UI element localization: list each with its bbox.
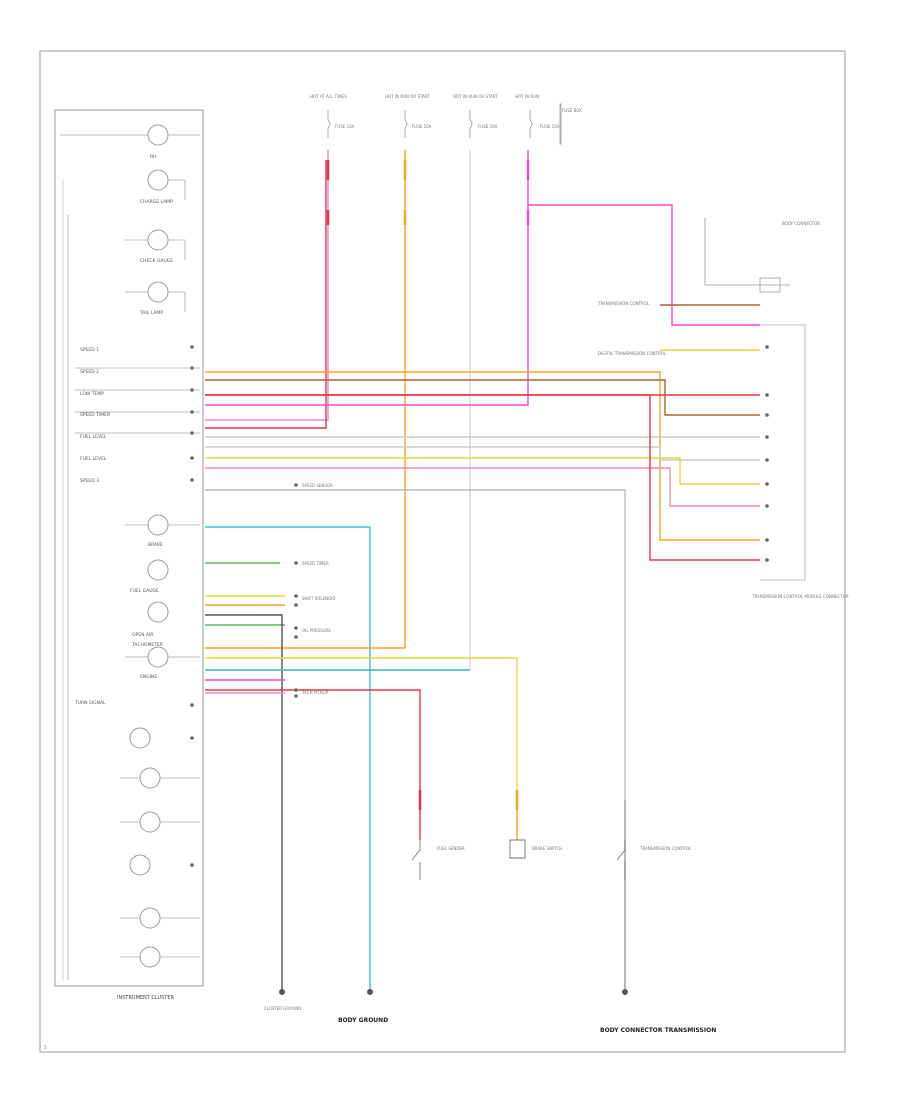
indicator-label: ENGINE xyxy=(140,674,157,680)
input-label: SPEED 2 xyxy=(80,369,99,375)
indicator-label: RH xyxy=(150,154,157,160)
fuse-rating: FUSE 10A xyxy=(335,124,355,129)
digital-transmission-label: DIGITAL TRANSMISSION CONTROL xyxy=(598,351,667,356)
input-label: FUEL LEVEL xyxy=(80,434,107,440)
wire-yellow-h xyxy=(205,457,760,485)
wire-gray-h2 xyxy=(205,446,760,461)
indicator-label: OPEN AIR xyxy=(132,632,153,638)
bottom-switches xyxy=(411,839,626,880)
wire-magenta-2 xyxy=(205,205,529,406)
page-code: 5 xyxy=(44,1045,47,1050)
fuse-box-label: FUSE BOX xyxy=(562,108,582,113)
tcm-top-label: BODY CONNECTOR xyxy=(782,221,820,226)
input-label: SPEED 1 xyxy=(80,347,99,353)
ground-label: BODY GROUND xyxy=(338,1017,388,1024)
component-label: BRAKE SWITCH xyxy=(532,846,562,851)
wire-orange xyxy=(205,150,406,649)
indicator-label: FUEL GAUGE xyxy=(130,588,159,594)
input-label: LOW TEMP xyxy=(80,391,104,397)
wire-red xyxy=(205,160,327,429)
wire-gray-h3 xyxy=(205,489,626,800)
wire-pink-h xyxy=(205,467,760,507)
fuse-label: HOT IN RUN xyxy=(515,94,539,99)
ground-symbols xyxy=(279,989,628,995)
fuse-label: HOT IN RUN OR START xyxy=(453,94,498,99)
fuse-group: HOT AT ALL TIMES HOT IN RUN OR START HOT… xyxy=(310,94,582,145)
fuse-rating: FUSE 10A xyxy=(478,124,498,129)
ground-label: BODY CONNECTOR TRANSMISSION xyxy=(600,1027,716,1034)
transmission-control-label: TRANSMISSION CONTROL xyxy=(597,301,650,306)
connector-label: SPEED SENSOR xyxy=(302,483,333,488)
indicator-label: TAIL LAMP xyxy=(139,310,163,316)
wire-red-h2 xyxy=(205,394,760,561)
fuse-label: HOT IN RUN OR START xyxy=(385,94,430,99)
input-label: SPEED TIMER xyxy=(80,412,110,418)
wire-gray xyxy=(205,150,471,671)
tcm-connector: BODY CONNECTOR TRANSMISSION CONTROL MODU… xyxy=(704,218,849,599)
connector-label: SPEED TIMER xyxy=(302,561,329,566)
cluster-label: INSTRUMENT CLUSTER xyxy=(117,995,175,1001)
connector-label: SHIFT SOLENOID xyxy=(302,596,336,601)
wire-brown-h xyxy=(205,379,760,416)
fuse-rating: FUSE 10A xyxy=(412,124,432,129)
component-label: TRANSMISSION CONTROL xyxy=(639,846,692,851)
indicator-label: CHECK GAUGE xyxy=(140,258,173,264)
bulb-leads xyxy=(60,134,200,958)
input-label: FUEL LEVEL xyxy=(80,456,107,462)
wire-red-l xyxy=(205,689,421,800)
fuse-rating: FUSE 15A xyxy=(540,124,560,129)
indicator-label: TURN SIGNAL xyxy=(74,700,106,706)
tcm-label: TRANSMISSION CONTROL MODULE CONNECTOR xyxy=(751,594,849,599)
terminal-dots xyxy=(190,345,194,867)
wires xyxy=(205,150,760,990)
wire-orange-h xyxy=(205,371,760,541)
input-label: SPEED 3 xyxy=(80,478,99,484)
wire-magenta xyxy=(527,150,760,326)
indicator-label: CHARGE LAMP xyxy=(140,199,173,205)
indicator-label: TACHOMETER xyxy=(131,642,163,648)
component-label: FUEL SENDER xyxy=(437,846,465,851)
wire-pink xyxy=(205,150,329,421)
indicator-label: BRAKE xyxy=(148,542,163,548)
fuse-label: HOT AT ALL TIMES xyxy=(310,94,347,99)
connector-label: TACH PICKUP xyxy=(301,690,329,695)
wire-yellow-2 xyxy=(205,657,518,800)
wire-black xyxy=(205,614,283,990)
instrument-cluster: INSTRUMENT CLUSTER xyxy=(54,109,204,1001)
connector-marks xyxy=(326,160,422,810)
wire-cyan xyxy=(205,526,371,990)
diagram-frame xyxy=(39,50,846,1053)
input-leads xyxy=(75,367,200,434)
connector-label: OIL PRESSURE xyxy=(302,628,331,633)
ground-label: CLUSTER GROUND xyxy=(264,1006,301,1011)
inline-connectors xyxy=(294,483,298,698)
